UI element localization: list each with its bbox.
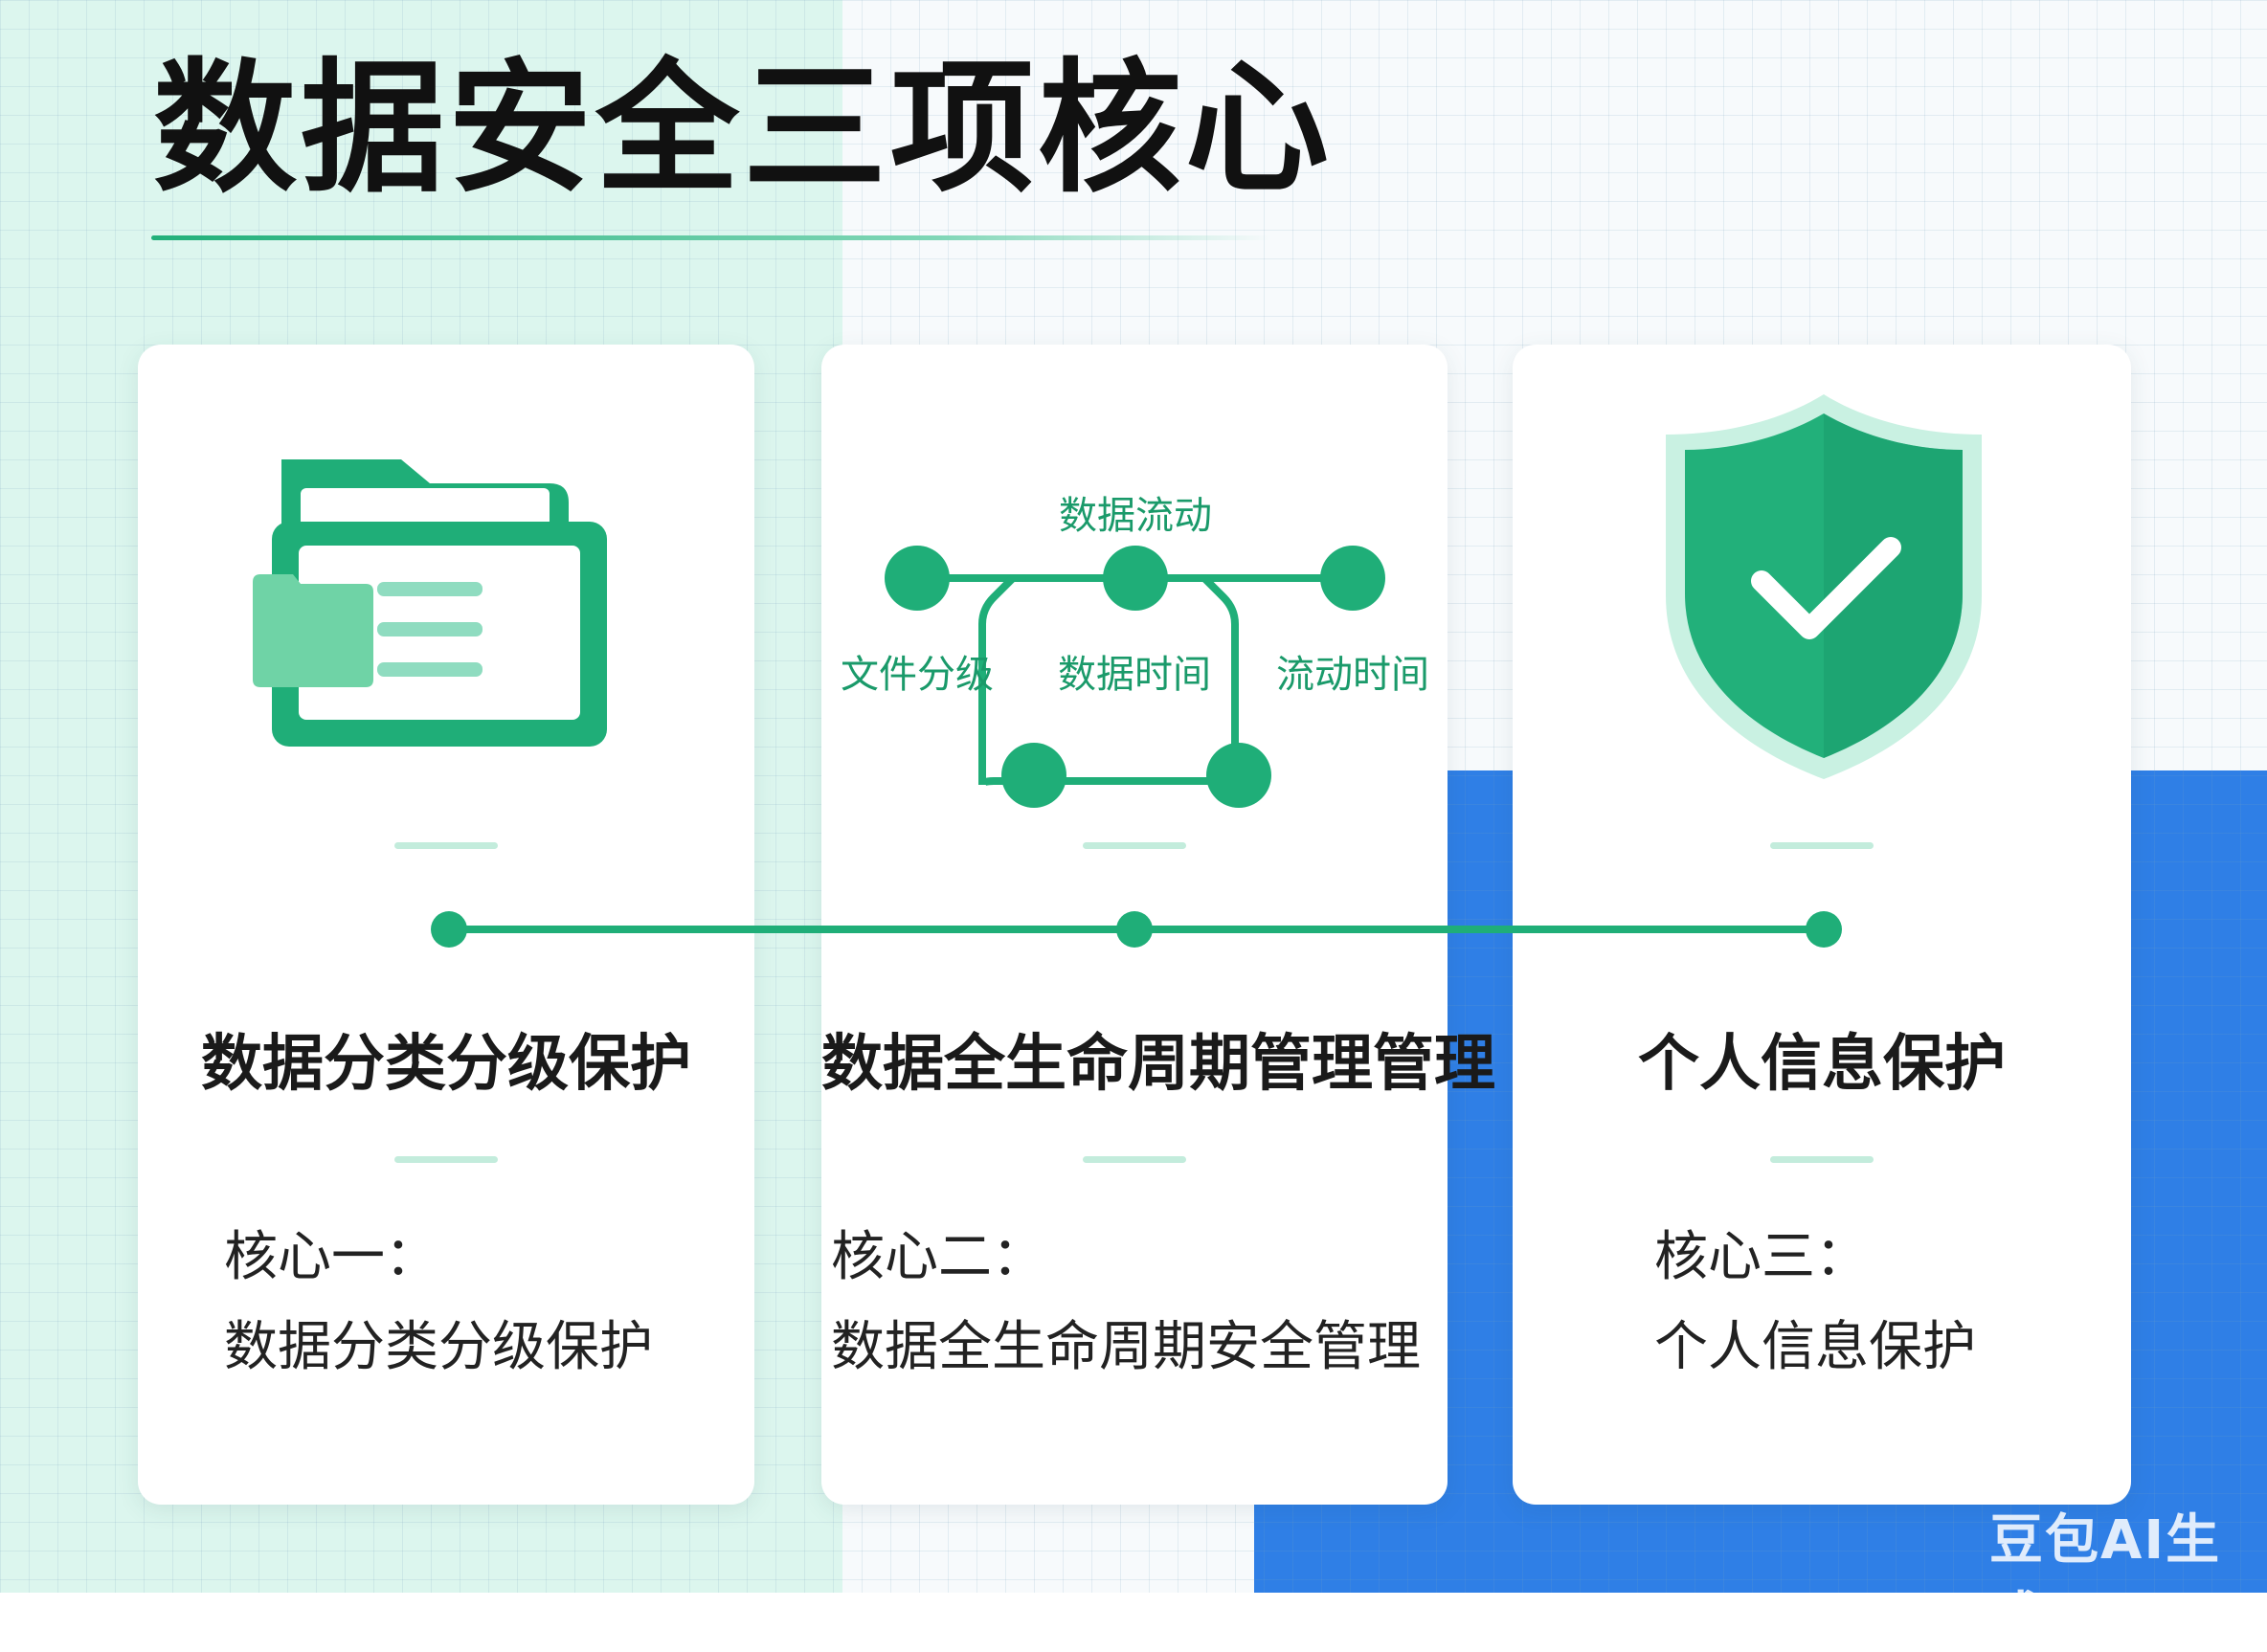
timeline-dot-two	[1116, 911, 1153, 948]
timeline-dot-three	[1806, 911, 1842, 948]
card-heading: 个人信息保护	[1638, 1029, 2006, 1100]
flow-node-bottom-left	[1001, 743, 1066, 808]
timeline-dot-one	[431, 911, 467, 948]
flow-node-left	[885, 546, 950, 611]
card-heading: 数据全生命周期管理管理	[821, 1029, 1495, 1100]
card-divider-top	[394, 842, 498, 849]
card-core-two: 数据流动 文件分级 数据时间 流动时间 数据全生命周期管理管理 核心二： 数据全…	[821, 345, 1495, 1505]
data-flow-diagram: 数据流动 文件分级 数据时间 流动时间	[841, 494, 1429, 808]
flow-node-right	[1320, 546, 1385, 611]
flow-label-left: 文件分级	[841, 653, 994, 697]
card-divider-bottom	[394, 1156, 498, 1163]
flow-label-middle: 数据时间	[1058, 653, 1211, 697]
card-label: 核心二：	[831, 1226, 1045, 1288]
card-description: 数据分类分级保护	[224, 1316, 653, 1378]
card-divider-top	[1770, 842, 1874, 849]
card-description: 个人信息保护	[1654, 1316, 1976, 1378]
card-label: 核心一：	[224, 1226, 438, 1288]
shield-check-icon	[1666, 394, 1982, 779]
card-divider-top	[1083, 842, 1186, 849]
card-divider-bottom	[1770, 1156, 1874, 1163]
card-core-three: 个人信息保护 核心三： 个人信息保护	[1513, 345, 2131, 1505]
flow-label-right: 流动时间	[1276, 653, 1429, 697]
card-label: 核心三：	[1654, 1226, 1869, 1288]
flow-node-bottom-right	[1206, 743, 1271, 808]
card-description: 数据全生命周期安全管理	[831, 1316, 1421, 1378]
flow-node-center	[1103, 546, 1168, 611]
watermark: 豆包AI生成	[1989, 1509, 2222, 1649]
title-underline	[151, 235, 1271, 240]
page-title: 数据安全三项核心	[153, 46, 1334, 212]
flow-label-top: 数据流动	[1059, 494, 1212, 538]
card-heading: 数据分类分级保护	[201, 1029, 691, 1100]
folder-icon	[253, 459, 607, 747]
card-divider-bottom	[1083, 1156, 1186, 1163]
